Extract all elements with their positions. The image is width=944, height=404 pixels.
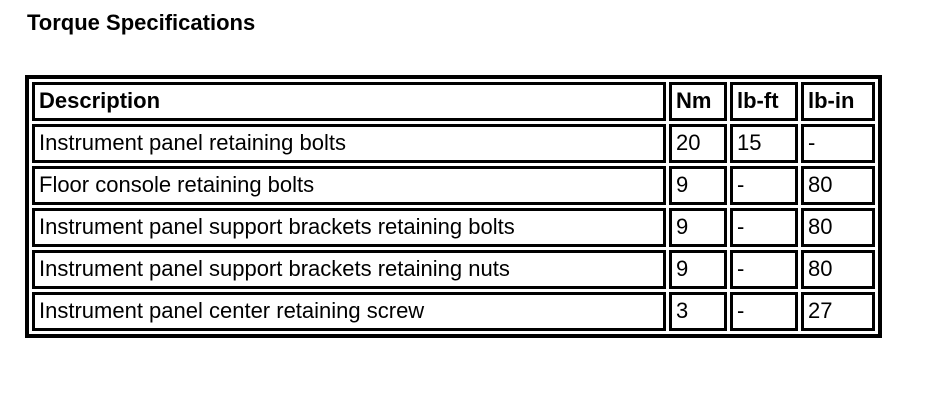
column-header-description: Description — [32, 82, 666, 121]
cell-lb-in: 80 — [801, 166, 875, 205]
cell-nm: 9 — [669, 208, 727, 247]
cell-description: Floor console retaining bolts — [32, 166, 666, 205]
column-header-nm: Nm — [669, 82, 727, 121]
cell-lb-ft: - — [730, 250, 798, 289]
cell-description: Instrument panel retaining bolts — [32, 124, 666, 163]
table-row: Instrument panel support brackets retain… — [32, 208, 875, 247]
cell-lb-in: - — [801, 124, 875, 163]
torque-spec-table: Description Nm lb-ft lb-in Instrument pa… — [25, 75, 882, 338]
cell-description: Instrument panel support brackets retain… — [32, 208, 666, 247]
cell-nm: 9 — [669, 166, 727, 205]
cell-description: Instrument panel support brackets retain… — [32, 250, 666, 289]
cell-lb-ft: 15 — [730, 124, 798, 163]
cell-lb-ft: - — [730, 208, 798, 247]
column-header-lb-in: lb-in — [801, 82, 875, 121]
table-row: Instrument panel support brackets retain… — [32, 250, 875, 289]
table-row: Floor console retaining bolts 9 - 80 — [32, 166, 875, 205]
table-header-row: Description Nm lb-ft lb-in — [32, 82, 875, 121]
table-row: Instrument panel retaining bolts 20 15 - — [32, 124, 875, 163]
cell-nm: 9 — [669, 250, 727, 289]
cell-nm: 20 — [669, 124, 727, 163]
cell-nm: 3 — [669, 292, 727, 331]
cell-lb-in: 27 — [801, 292, 875, 331]
cell-lb-in: 80 — [801, 208, 875, 247]
table-row: Instrument panel center retaining screw … — [32, 292, 875, 331]
cell-description: Instrument panel center retaining screw — [32, 292, 666, 331]
cell-lb-ft: - — [730, 292, 798, 331]
cell-lb-in: 80 — [801, 250, 875, 289]
cell-lb-ft: - — [730, 166, 798, 205]
page-title: Torque Specifications — [27, 10, 256, 35]
column-header-lb-ft: lb-ft — [730, 82, 798, 121]
